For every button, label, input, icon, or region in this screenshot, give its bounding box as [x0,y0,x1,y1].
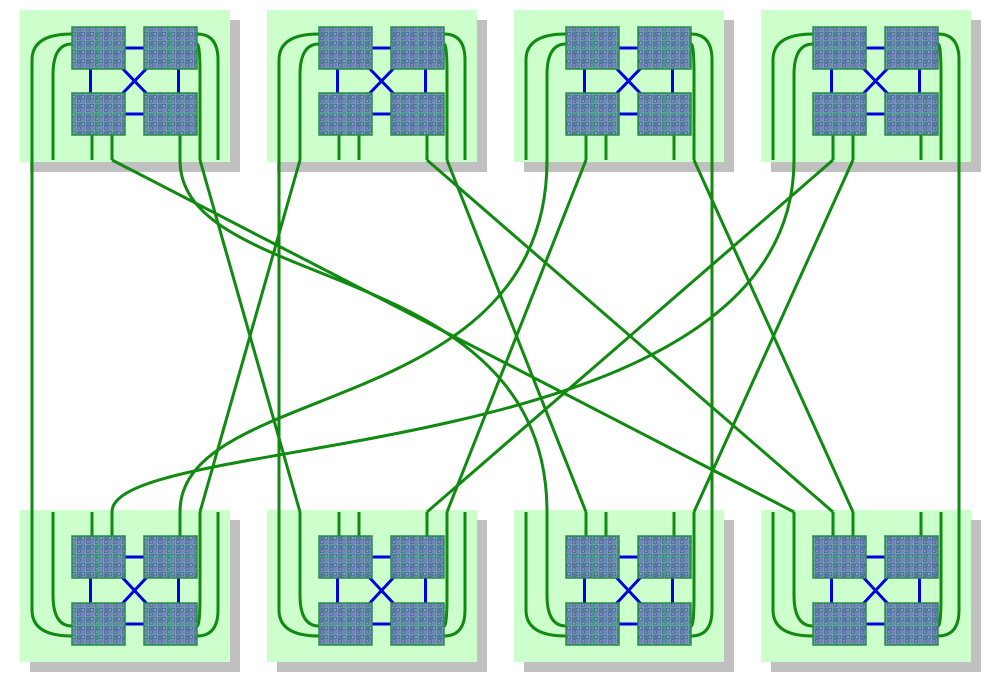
processor-chip-icon [390,26,445,70]
chip-port-link [443,32,467,160]
processor-chip-icon [812,92,867,136]
processor-chip-icon [884,535,939,579]
processor-chip-icon [565,26,620,70]
processor-chip-icon [71,535,126,579]
inter-node-link [692,159,855,513]
processor-chip-icon [637,26,692,70]
inter-node-link [178,159,549,513]
inter-node-link [178,159,549,513]
chip-port-link [196,512,220,638]
processor-chip-icon [71,602,126,646]
intra-node-link [366,574,397,607]
processor-chip-icon [318,92,373,136]
chip-port-link [524,512,567,638]
processor-chip-icon [318,602,373,646]
inter-node-link [445,159,588,513]
processor-chip-icon [390,602,445,646]
chip-port-link [792,512,814,628]
chip-port-link [30,512,73,638]
processor-chip-icon [390,92,445,136]
inter-node-link [426,158,834,514]
processor-chip-icon [565,92,620,136]
chip-port-link [524,32,567,160]
intra-node-link [613,574,644,607]
processor-chip-icon [565,535,620,579]
processor-chip-icon [318,535,373,579]
processor-chip-icon [143,602,198,646]
processor-chip-icon [143,26,198,70]
chip-port-link [545,512,567,628]
intra-node-link [119,65,150,97]
chip-port-link [545,42,567,160]
chip-port-link [937,512,961,638]
chip-port-link [443,512,467,638]
chip-port-link [937,32,961,160]
processor-chip-icon [143,92,198,136]
processor-chip-icon [143,535,198,579]
inter-node-link [110,159,796,513]
intra-node-link [366,65,397,97]
chip-port-link [771,512,814,638]
processor-chip-icon [565,602,620,646]
processor-chip-icon [390,535,445,579]
processor-chip-icon [637,92,692,136]
processor-chip-icon [884,602,939,646]
chip-port-link [690,32,714,160]
intra-node-link [860,574,891,607]
chip-port-link [771,32,814,160]
processor-chip-icon [637,602,692,646]
processor-chip-icon [812,26,867,70]
processor-chip-icon [318,26,373,70]
chip-port-link [298,512,320,628]
chip-port-link [277,32,320,160]
processor-chip-icon [71,92,126,136]
processor-chip-icon [71,26,126,70]
chip-port-link [30,32,73,160]
chip-port-link [298,42,320,160]
processor-chip-icon [884,26,939,70]
intra-node-link [860,65,891,97]
chip-port-link [792,42,814,160]
inter-node-link [198,159,302,513]
intra-node-link [119,574,150,607]
chip-port-link [51,512,73,628]
processor-chip-icon [884,92,939,136]
processor-chip-icon [812,535,867,579]
chip-port-link [690,512,714,638]
processor-chip-icon [637,535,692,579]
processor-chip-icon [812,602,867,646]
intra-node-link [613,65,644,97]
chip-port-link [196,32,220,160]
chip-port-link [51,42,73,160]
chip-port-link [277,512,320,638]
